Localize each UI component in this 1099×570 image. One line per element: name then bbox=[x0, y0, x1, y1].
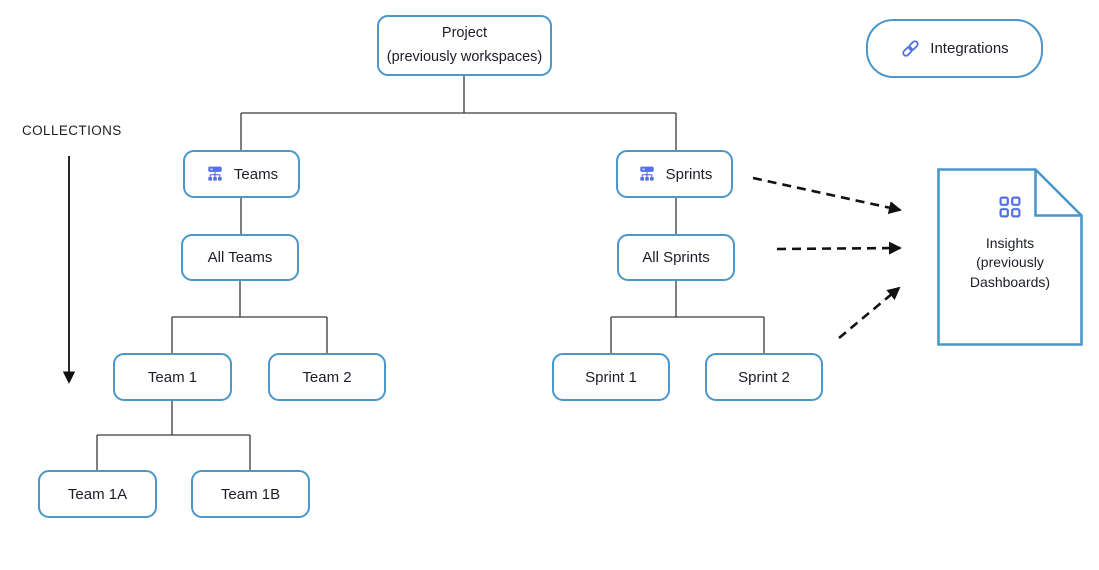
sprints-label: Sprints bbox=[665, 165, 713, 183]
all-teams-label: All Teams bbox=[207, 249, 273, 266]
link-icon bbox=[900, 38, 921, 59]
team-2-label: Team 2 bbox=[302, 368, 352, 386]
integrations-label: Integrations bbox=[930, 40, 1009, 57]
connector-allteams-branch bbox=[171, 281, 328, 353]
project-label-line2: (previously workspaces) bbox=[386, 48, 543, 65]
node-sprints[interactable]: Sprints bbox=[616, 150, 733, 198]
node-integrations[interactable]: Integrations bbox=[866, 19, 1043, 78]
node-project[interactable]: Project (previously workspaces) bbox=[377, 15, 552, 76]
node-all-sprints[interactable]: All Sprints bbox=[617, 234, 735, 281]
teams-label: Teams bbox=[233, 165, 279, 183]
insights-label-line3: Dashboards) bbox=[969, 273, 1051, 290]
insights-label-line2: (previously bbox=[976, 254, 1044, 271]
node-team-1a[interactable]: Team 1A bbox=[38, 470, 157, 518]
node-sprint-2[interactable]: Sprint 2 bbox=[705, 353, 823, 401]
sprint-2-label: Sprint 2 bbox=[738, 368, 790, 386]
org-chart-icon bbox=[205, 164, 225, 184]
team-1a-label: Team 1A bbox=[67, 485, 128, 503]
org-chart-icon bbox=[637, 164, 657, 184]
collections-label: COLLECTIONS bbox=[22, 123, 122, 138]
connector-project-branch bbox=[240, 76, 677, 150]
dashed-arrow-sprints-to-insights bbox=[752, 176, 902, 215]
node-insights[interactable]: Insights (previously Dashboards) bbox=[937, 168, 1083, 346]
node-team-1b[interactable]: Team 1B bbox=[191, 470, 310, 518]
sprint-1-label: Sprint 1 bbox=[585, 368, 637, 386]
all-sprints-label: All Sprints bbox=[642, 249, 710, 266]
dashed-arrow-allsprints-to-insights bbox=[776, 241, 902, 255]
node-teams[interactable]: Teams bbox=[183, 150, 300, 198]
connector-team1-branch bbox=[96, 401, 251, 470]
node-team-2[interactable]: Team 2 bbox=[268, 353, 386, 401]
project-label-line1: Project bbox=[441, 24, 488, 41]
connector-allsprints-branch bbox=[610, 281, 765, 353]
node-all-teams[interactable]: All Teams bbox=[181, 234, 299, 281]
team-1-label: Team 1 bbox=[147, 368, 198, 386]
node-sprint-1[interactable]: Sprint 1 bbox=[552, 353, 670, 401]
node-team-1[interactable]: Team 1 bbox=[113, 353, 232, 401]
team-1b-label: Team 1B bbox=[220, 485, 281, 503]
grid-icon bbox=[999, 196, 1021, 223]
dashed-arrow-sprint2-to-insights bbox=[838, 286, 901, 339]
insights-label: Insights (previously Dashboards) bbox=[970, 234, 1050, 292]
insights-label-line1: Insights bbox=[985, 235, 1035, 251]
document-shape bbox=[937, 168, 1083, 346]
